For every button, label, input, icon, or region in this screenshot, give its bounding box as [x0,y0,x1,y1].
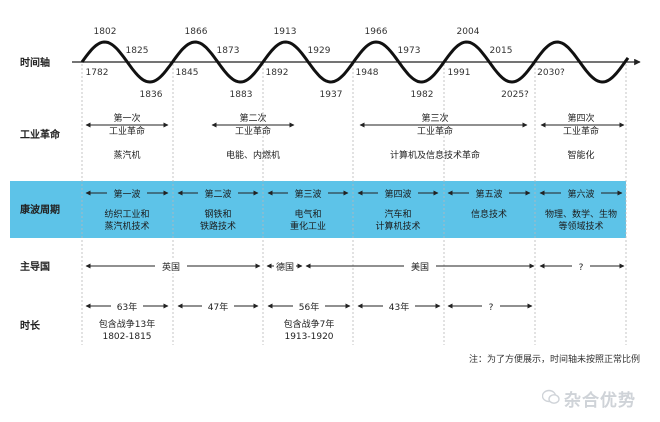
duration-value: 43年 [389,301,409,313]
revolution-tech: 蒸汽机 [113,149,140,161]
year-trough: 1836 [140,90,163,100]
revolution-tech: 计算机及信息技术革命 [390,149,480,161]
wave-tech: 蒸汽机技术 [104,220,149,232]
year-cycle-start: 1845 [176,68,199,78]
row-label-duration: 时长 [20,319,41,332]
duration-value: 63年 [117,301,137,313]
row-label-timeline: 时间轴 [20,56,50,69]
country-mask [404,259,436,273]
wave-name-mask [288,186,328,200]
year-midpoint: 1973 [398,46,421,56]
chat-bubble-icon [542,389,560,404]
wave-name-mask [198,186,238,200]
wave-tech: 电气和 [294,208,321,220]
leading-country: 德国 [276,261,294,273]
revolution-title: 工业革命 [235,125,271,137]
leading-country: ? [579,263,584,273]
year-cycle-start: 1782 [86,68,109,78]
wave-name-mask [378,186,418,200]
wave-tech: 钢铁和 [204,208,231,220]
duration-note: 包含战争13年 [99,318,155,330]
revolution-tech: 电能、内燃机 [226,149,280,161]
duration-mask [293,299,325,313]
wave-tech: 物理、数学、生物 [545,208,617,220]
wave-name-mask [107,186,147,200]
year-trough: 1937 [320,90,343,100]
revolution-title: 第四次 [567,112,594,124]
wave-tech: 铁路技术 [200,220,236,232]
year-midpoint: 1825 [126,46,149,56]
year-cycle-start: 1892 [266,68,289,78]
duration-mask [111,299,143,313]
watermark-text: 杂合优势 [564,391,636,411]
duration-value: 56年 [299,301,319,313]
wave-name: 第六波 [567,188,594,200]
year-midpoint: 1929 [308,46,331,56]
wave-tech: 纺织工业和 [104,208,149,220]
year-peak: 2004 [457,27,480,37]
year-midpoint: 2015 [490,46,513,56]
cycle-dividers [81,64,627,345]
wave-tech: 重化工业 [290,220,326,232]
year-midpoint: 1873 [217,46,240,56]
wave-name: 第四波 [384,188,411,200]
duration-note: 包含战争7年 [284,318,335,330]
leading-country: 英国 [162,261,180,273]
revolution-title: 第二次 [239,112,266,124]
duration-note: 1802-1815 [102,332,151,342]
year-trough: 2025? [501,90,529,100]
wave-name: 第二波 [204,188,231,200]
year-peak: 1966 [365,27,388,37]
year-peak: 1913 [274,27,297,37]
revolution-tech: 智能化 [567,149,594,161]
wave-tech: 等领域技术 [558,220,603,232]
wave-name-mask [469,186,509,200]
country-mask [155,259,187,273]
revolution-title: 第一次 [113,112,140,124]
duration-value: 47年 [208,301,228,313]
year-cycle-start: 2030? [537,68,565,78]
wave-tech: 汽车和 [384,208,411,220]
duration-mask [482,299,500,313]
revolution-title: 第三次 [421,112,448,124]
wave-tech: 信息技术 [471,208,507,220]
row-label-leading-country: 主导国 [20,260,50,273]
revolution-title: 工业革命 [109,125,145,137]
wave-name-mask [561,186,601,200]
year-peak: 1866 [185,27,208,37]
year-cycle-start: 1948 [356,68,379,78]
year-trough: 1982 [411,90,434,100]
duration-mask [383,299,415,313]
wave-name: 第一波 [113,188,140,200]
year-cycle-start: 1991 [448,68,471,78]
duration-mask [202,299,234,313]
year-trough: 1883 [230,90,253,100]
country-mask [572,259,590,273]
watermark-logo: 杂合优势 [542,383,654,415]
country-mask [274,259,296,273]
wave-name: 第五波 [475,188,502,200]
row-label-kondratiev: 康波周期 [20,203,60,216]
revolution-title: 工业革命 [417,125,453,137]
wave-tech: 计算机技术 [375,220,420,232]
wave-name: 第三波 [294,188,321,200]
leading-country: 美国 [411,261,429,273]
row-label-revolution: 工业革命 [20,128,61,141]
year-peak: 1802 [94,27,117,37]
timeline-wave [80,40,630,84]
duration-value: ? [489,303,494,313]
revolution-title: 工业革命 [563,125,599,137]
duration-note: 1913-1920 [284,332,333,342]
footnote: 注：为了方便展示，时间轴未按照正常比例 [469,353,640,365]
